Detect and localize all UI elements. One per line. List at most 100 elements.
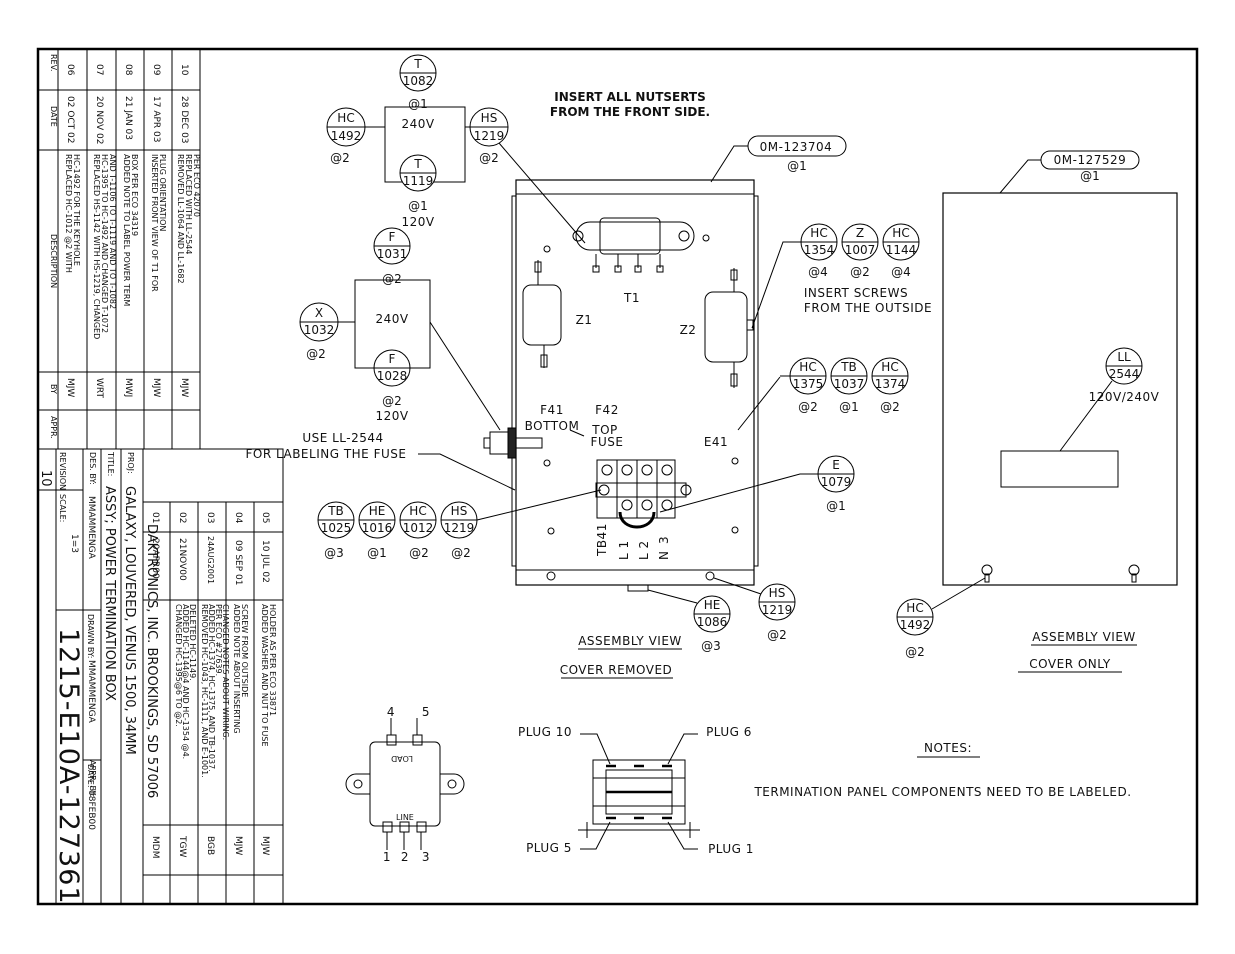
svg-text:HS: HS — [769, 586, 786, 600]
svg-text:24AUG2001: 24AUG2001 — [206, 536, 215, 584]
date-label: DATE: — [86, 764, 95, 788]
svg-text:HS: HS — [451, 504, 468, 518]
line-filter-detail: 4 5 1 2 3 LOAD LINE — [345, 705, 465, 864]
svg-text:HC: HC — [881, 360, 898, 374]
svg-text:1: 1 — [383, 850, 391, 864]
svg-text:0M-123704: 0M-123704 — [760, 140, 833, 154]
svg-text:09: 09 — [151, 64, 161, 76]
svg-text:Z1: Z1 — [576, 313, 593, 327]
svg-text:07: 07 — [94, 64, 104, 75]
svg-text:3: 3 — [422, 850, 430, 864]
svg-text:1025: 1025 — [321, 521, 352, 535]
svg-text:WRT: WRT — [94, 378, 104, 398]
rev-row-03: 03 24AUG2001 REMOVED HC-1043, HC-1111, A… — [200, 512, 230, 855]
svg-text:2: 2 — [401, 850, 409, 864]
svg-text:240V: 240V — [401, 117, 434, 131]
bubble-tb1037: TB 1037 @1 — [830, 357, 868, 414]
bubble-f1031: F 1031 @2 240V — [373, 227, 411, 326]
assembly-view-title-1: ASSEMBLY VIEW — [578, 634, 682, 648]
designer: MMAMMENGA — [86, 496, 96, 560]
filter-z1: Z1 — [522, 260, 593, 368]
svg-text:@2: @2 — [409, 546, 429, 560]
assembly-view-title-2: ASSEMBLY VIEW — [1032, 630, 1136, 644]
bubble-hs1219c: HS 1219 @2 — [713, 577, 796, 642]
svg-text:MWJ: MWJ — [123, 378, 133, 397]
drawn-label: DRAWN BY: — [86, 614, 95, 658]
company: DAKTRONICS, INC. BROOKINGS, SD 57006 — [144, 524, 159, 798]
svg-text:1219: 1219 — [474, 129, 505, 143]
svg-text:10 JUL 02: 10 JUL 02 — [260, 540, 270, 583]
svg-text:HC: HC — [337, 111, 354, 125]
svg-text:21 JAN 03: 21 JAN 03 — [123, 96, 133, 140]
title-block: REVISION 10 SCALE: 1=3 1215-E10A-127361 … — [37, 448, 284, 905]
svg-text:21NOV00: 21NOV00 — [177, 538, 187, 581]
svg-text:1374: 1374 — [875, 377, 906, 391]
rev-row-05: 05 10 JUL 02 ADDED WASHER AND NUT TO FUS… — [260, 512, 277, 855]
svg-text:10: 10 — [179, 64, 189, 76]
bubble-x1032: X 1032 @2 — [299, 302, 355, 361]
svg-text:@2: @2 — [330, 151, 350, 165]
rev-row-06: 06 02 OCT 02 REPLACED HC-1012 @2 WITH HC… — [64, 64, 81, 397]
bubble-hc1012: HC 1012 @2 — [399, 501, 437, 560]
svg-text:5: 5 — [422, 705, 430, 719]
bubble-hc1144: HC 1144 @4 — [882, 223, 920, 279]
svg-text:01: 01 — [150, 512, 160, 523]
project: GALAXY, LOUVERED, VENUS 1500, 34MM — [122, 486, 137, 755]
svg-text:ADDED WASHER AND NUT TO FUSE: ADDED WASHER AND NUT TO FUSE — [260, 604, 269, 747]
svg-text:TB: TB — [840, 360, 857, 374]
svg-text:@1: @1 — [408, 199, 428, 213]
svg-text:120V/240V: 120V/240V — [1089, 390, 1160, 404]
desc-header: DESCRIPTION — [49, 234, 58, 288]
svg-text:05: 05 — [260, 512, 270, 523]
svg-text:28 DEC 03: 28 DEC 03 — [179, 96, 189, 144]
svg-text:LL: LL — [1117, 350, 1131, 364]
svg-text:HC: HC — [892, 226, 909, 240]
svg-text:HC-1395 TO HC-1492 AND CHANGED: HC-1395 TO HC-1492 AND CHANGED T-1072 — [100, 154, 109, 333]
svg-text:PLUG ORIENTATION: PLUG ORIENTATION — [158, 154, 167, 231]
rev-header: REV. — [49, 54, 58, 72]
note-use-ll-1: USE LL-2544 — [302, 431, 383, 445]
svg-text:TB41: TB41 — [595, 523, 609, 557]
rev-row-04: 04 09 SEP 01 ADDED NOTE ABOUT INSERTING … — [232, 512, 249, 855]
svg-text:MDM: MDM — [150, 836, 160, 858]
svg-text:1119: 1119 — [403, 174, 434, 188]
svg-text:MJW: MJW — [260, 836, 270, 855]
des-label: DES. BY: — [88, 452, 97, 485]
rev-row-02: 02 21NOV00 CHANGED HC-1395@6 TO @2. ADDE… — [174, 512, 197, 857]
svg-text:REPLACED WITH LL-2544: REPLACED WITH LL-2544 — [184, 154, 193, 255]
svg-text:F42: F42 — [595, 403, 619, 417]
rev-row-09: 09 17 APR 03 INSERTED FRONT VIEW OF T1 F… — [150, 64, 167, 397]
bubble-t1119: T 1119 @1 120V — [399, 154, 437, 229]
note-screws-2: FROM THE OUTSIDE — [804, 301, 932, 315]
svg-text:@3: @3 — [324, 546, 344, 560]
svg-text:1492: 1492 — [900, 618, 931, 632]
svg-text:PLUG 10: PLUG 10 — [518, 725, 572, 739]
proj-label: PROJ: — [126, 452, 135, 474]
svg-text:PLUG 1: PLUG 1 — [708, 842, 754, 856]
transformer-front-view: PLUG 10 PLUG 6 PLUG 5 PLUG 1 — [518, 725, 754, 856]
svg-text:@2: @2 — [850, 265, 870, 279]
svg-text:@1: @1 — [826, 499, 846, 513]
rev-row-07: 07 20 NOV 02 REPLACED HS-1142 WITH HS-12… — [92, 64, 117, 398]
svg-text:MJW: MJW — [65, 378, 75, 397]
svg-text:@3: @3 — [701, 639, 721, 653]
note-use-ll-2: FOR LABELING THE FUSE — [246, 447, 407, 461]
svg-text:REMOVED HC-1043, HC-1111, AND: REMOVED HC-1043, HC-1111, AND E-1001. — [200, 604, 209, 778]
bubble-he1086: HE 1086 @3 — [647, 589, 731, 653]
drawing-title: ASSY; POWER TERMINATION BOX — [102, 486, 117, 701]
bubble-f1028: F 1028 @2 120V — [373, 349, 411, 423]
svg-text:3: 3 — [657, 536, 671, 544]
svg-text:PER ECO 42070: PER ECO 42070 — [192, 154, 201, 217]
svg-text:LINE: LINE — [396, 813, 414, 822]
svg-text:LOAD: LOAD — [391, 754, 413, 763]
svg-text:@4: @4 — [891, 265, 911, 279]
fuse-holder: F41 F42 BOTTOM TOP FUSE — [483, 403, 623, 459]
svg-text:06: 06 — [65, 64, 75, 76]
notes-title: NOTES: — [924, 741, 972, 755]
bubble-hc1492a: HC 1492 @2 — [326, 107, 385, 165]
svg-text:L 1: L 1 — [617, 540, 631, 560]
svg-text:TOP: TOP — [591, 423, 618, 437]
bubble-hs1219b: HS 1219 @2 — [440, 489, 602, 560]
svg-text:TB: TB — [327, 504, 344, 518]
svg-text:ADDED HC-1144@4 AND HC-1354 @4: ADDED HC-1144@4 AND HC-1354 @4. — [181, 604, 190, 759]
